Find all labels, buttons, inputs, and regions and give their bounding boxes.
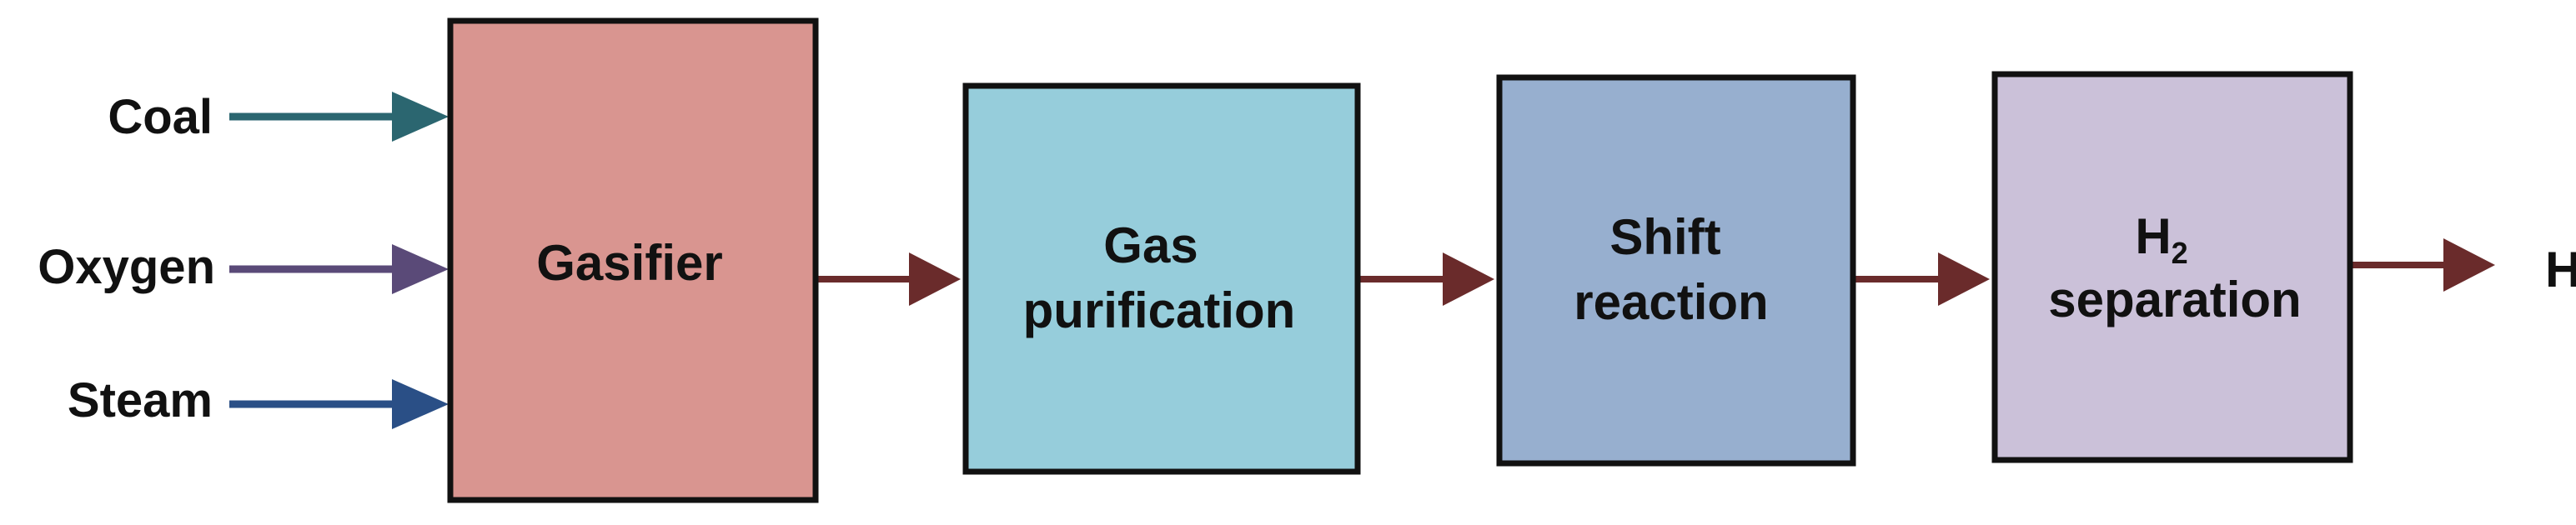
gas-purification-box [962,82,1361,475]
steam-input-arrow [229,379,449,429]
h2-separation-box [1991,71,2353,463]
gasifier-label: Gasifier [536,235,722,291]
shift-reaction-label-line2: reaction [1574,274,1768,330]
coal-label: Coal [108,90,213,144]
gasifier-to-purification-arrow [816,252,961,306]
gasifier-box [447,18,819,503]
shift-to-separation-arrow [1853,252,1990,306]
h2-separation-h: H [2135,208,2171,264]
oxygen-input-arrow [229,244,449,294]
oxygen-label: Oxygen [38,240,215,294]
h2-separation-subscript: 2 [2172,236,2188,270]
gas-purification-label-line1: Gas [1103,218,1198,273]
coal-input-arrow [229,92,449,142]
h2-separation-label-line1: H2 [2135,208,2187,270]
h2-separation-label-line2: separation [2048,272,2301,328]
shift-reaction-label-line1: Shift [1609,209,1720,265]
shift-reaction-box [1496,74,1856,467]
steam-label: Steam [68,373,213,428]
h2-output-label: H2 [2545,242,2576,303]
separation-to-output-arrow [2350,238,2495,292]
h2-output-h: H [2545,242,2576,298]
purification-to-shift-arrow [1358,252,1494,306]
gas-purification-label-line2: purification [1023,282,1296,338]
